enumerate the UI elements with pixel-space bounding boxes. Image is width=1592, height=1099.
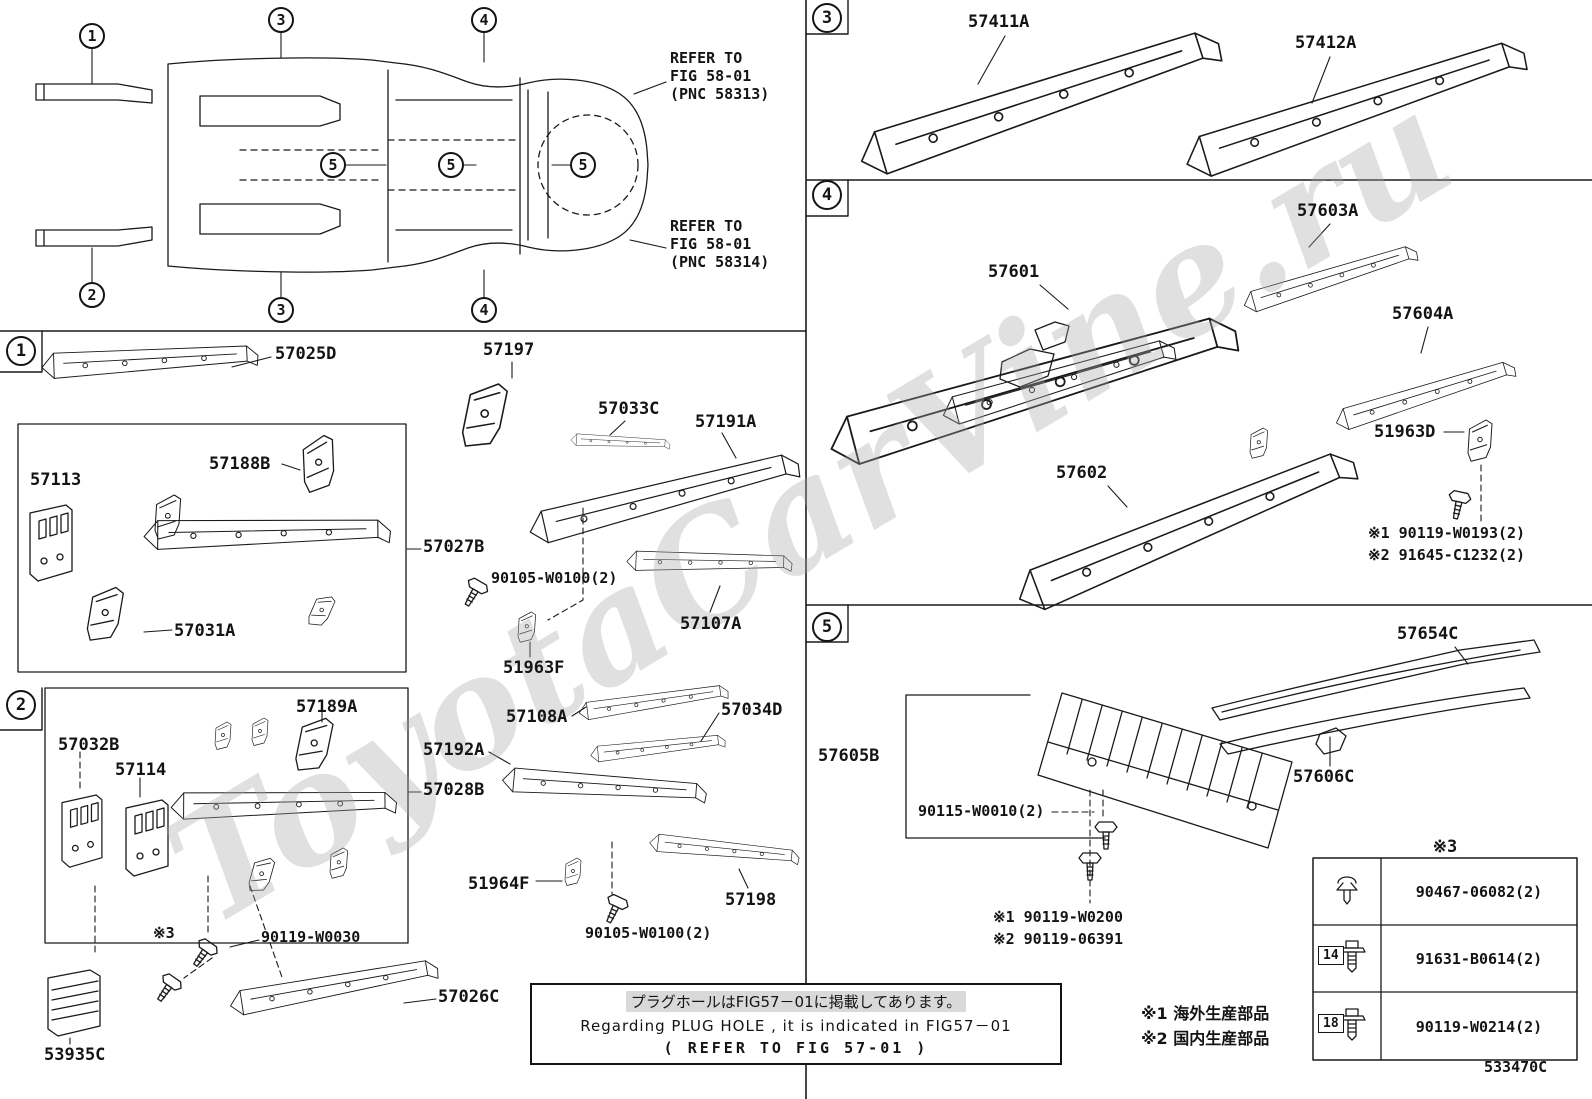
- part-label-57114: 57114: [115, 760, 167, 780]
- note-box-japanese: プラグホールはFIG57－01に掲載してあります。: [625, 991, 967, 1012]
- callout-5-b: 5: [438, 152, 464, 178]
- part-label-57654C: 57654C: [1397, 624, 1459, 644]
- part-label-57197: 57197: [483, 340, 535, 360]
- part-label-57198: 57198: [725, 890, 777, 910]
- section-badge-1: 1: [6, 336, 36, 366]
- callout-5-c: 5: [570, 152, 596, 178]
- part-label-57108A: 57108A: [506, 707, 568, 727]
- part-label-51963D: 51963D: [1374, 422, 1436, 442]
- plug-hole-note-box: プラグホールはFIG57－01に掲載してあります。 Regarding PLUG…: [530, 983, 1062, 1065]
- section-badge-3: 3: [812, 3, 842, 33]
- part-label-90105-w0100-s1: 90105-W0100(2): [491, 569, 618, 587]
- part-label-57191A: 57191A: [695, 412, 757, 432]
- part-label-90119-w0030: 90119-W0030: [261, 928, 361, 946]
- callout-3-bottom: 3: [268, 297, 294, 323]
- part-label-57412A: 57412A: [1295, 33, 1357, 53]
- callout-4-bottom: 4: [471, 297, 497, 323]
- note-90119-w0193: ※1 90119-W0193(2): [1368, 524, 1526, 542]
- refer-note-bottom-line1: REFER TO: [670, 217, 743, 235]
- callout-1-top: 1: [79, 23, 105, 49]
- table-row-2-qty: 14: [1318, 946, 1344, 965]
- part-label-57604A: 57604A: [1392, 304, 1454, 324]
- note-90119-06391: ※2 90119-06391: [993, 930, 1123, 948]
- callout-4-top: 4: [471, 7, 497, 33]
- part-label-57605B: 57605B: [818, 746, 880, 766]
- callout-5-a: 5: [320, 152, 346, 178]
- part-label-57192A: 57192A: [423, 740, 485, 760]
- part-label-57113: 57113: [30, 470, 82, 490]
- ref-mark-3-s2: ※3: [153, 924, 175, 942]
- part-label-57032B: 57032B: [58, 735, 120, 755]
- refer-note-top-line2: FIG 58-01: [670, 67, 752, 85]
- part-label-90105-w0100-s2: 90105-W0100(2): [585, 924, 712, 942]
- note-90119-w0200: ※1 90119-W0200: [993, 908, 1123, 926]
- part-label-57027B: 57027B: [423, 537, 485, 557]
- refer-note-top-line1: REFER TO: [670, 49, 743, 67]
- part-label-57411A: 57411A: [968, 12, 1030, 32]
- part-label-57107A: 57107A: [680, 614, 742, 634]
- part-label-57602: 57602: [1056, 463, 1108, 483]
- footnote-overseas: ※1 海外生産部品: [1141, 1004, 1270, 1023]
- table-row-3-part: 90119-W0214(2): [1415, 1018, 1543, 1036]
- part-label-57025D: 57025D: [275, 344, 337, 364]
- part-label-57606C: 57606C: [1293, 767, 1355, 787]
- table-title: ※3: [1432, 837, 1458, 857]
- document-code: 533470C: [1484, 1058, 1548, 1076]
- part-label-57034D: 57034D: [721, 700, 783, 720]
- part-label-57033C: 57033C: [598, 399, 660, 419]
- part-label-90115-w0010: 90115-W0010(2): [918, 802, 1045, 820]
- table-row-1-part: 90467-06082(2): [1415, 883, 1543, 901]
- note-box-english: Regarding PLUG HOLE , it is indicated in…: [580, 1017, 1012, 1035]
- part-label-51963F: 51963F: [503, 658, 565, 678]
- section-badge-2: 2: [6, 690, 36, 720]
- refer-note-top-line3: (PNC 58313): [670, 85, 770, 103]
- part-label-57601: 57601: [988, 262, 1040, 282]
- note-91645-c1232: ※2 91645-C1232(2): [1368, 546, 1526, 564]
- section-badge-5: 5: [812, 612, 842, 642]
- part-label-51964F: 51964F: [468, 874, 530, 894]
- refer-note-bottom-line3: (PNC 58314): [670, 253, 770, 271]
- note-box-refer: ( REFER TO FIG 57-01 ): [663, 1039, 929, 1057]
- part-label-57188B: 57188B: [209, 454, 271, 474]
- footnote-domestic: ※2 国内生産部品: [1141, 1029, 1270, 1048]
- part-label-53935C: 53935C: [44, 1045, 106, 1065]
- part-label-57028B: 57028B: [423, 780, 485, 800]
- table-row-2-part: 91631-B0614(2): [1415, 950, 1543, 968]
- part-label-57603A: 57603A: [1297, 201, 1359, 221]
- callout-3-top: 3: [268, 7, 294, 33]
- refer-note-bottom-line2: FIG 58-01: [670, 235, 752, 253]
- section-badge-4: 4: [812, 180, 842, 210]
- table-row-3-qty: 18: [1318, 1014, 1344, 1033]
- part-label-57031A: 57031A: [174, 621, 236, 641]
- part-label-57026C: 57026C: [438, 987, 500, 1007]
- callout-2-bottom: 2: [79, 282, 105, 308]
- part-label-57189A: 57189A: [296, 697, 358, 717]
